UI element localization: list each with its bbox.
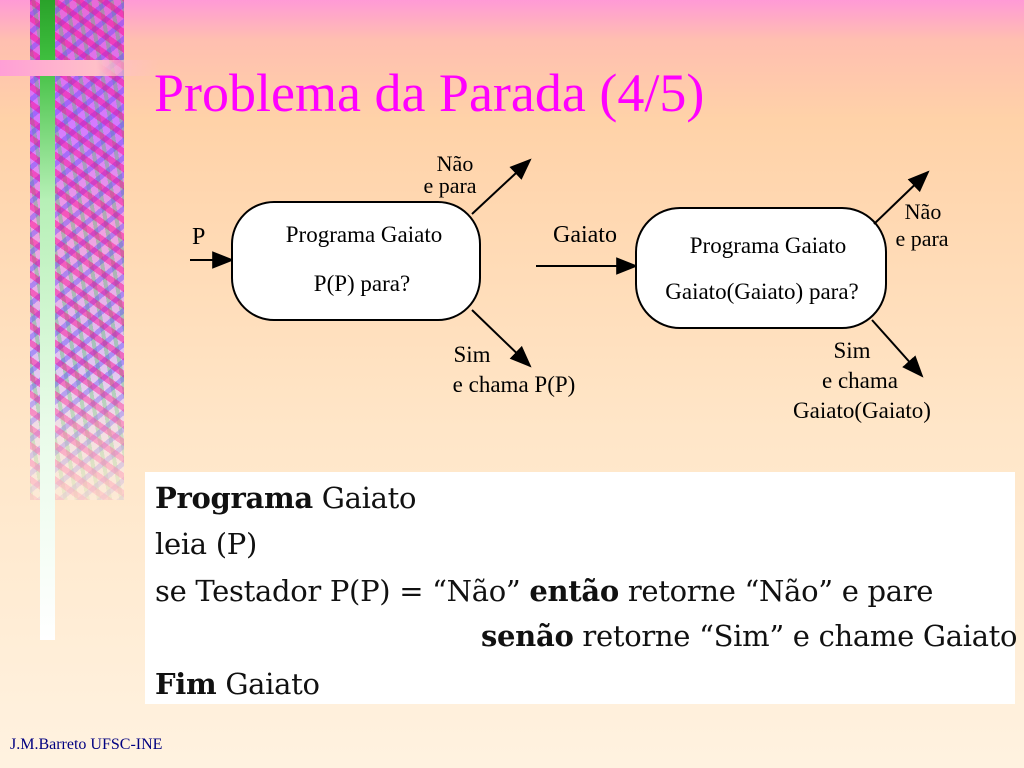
code-line-2: leia (P): [155, 530, 257, 559]
right-yes-arrow: [871, 319, 924, 378]
right-yes-label-line3: Gaiato(Gaiato): [793, 398, 931, 423]
left-input-label: P: [192, 224, 205, 250]
code-else-action: retorne “Sim” e chame Gaiato: [582, 619, 1018, 653]
code-then-action: retorne “Não” e pare: [627, 574, 934, 608]
code-line-1: Programa Gaiato: [155, 484, 416, 513]
footer-credit: J.M.Barreto UFSC-INE: [10, 736, 163, 753]
right-no-label-line2: e para: [895, 226, 948, 251]
code-if-condition: se Testador P(P) = “Não”: [155, 574, 521, 608]
code-line-3: se Testador P(P) = “Não” então retorne “…: [155, 577, 933, 606]
left-yes-label-line2: e chama P(P): [453, 372, 576, 397]
left-box-line2: P(P) para?: [314, 271, 410, 296]
left-no-label-line1: Não: [437, 151, 474, 176]
left-yes-arrow: [471, 309, 532, 368]
code-keyword-senao: senão: [481, 619, 574, 653]
code-keyword-entao: então: [529, 574, 619, 608]
left-yes-label-line1: Sim: [453, 342, 490, 367]
code-line-4: senão retorne “Sim” e chame Gaiato: [481, 619, 1018, 653]
right-box-line1: Programa Gaiato: [690, 233, 846, 258]
code-line-5: Fim Gaiato: [155, 670, 320, 699]
code-program-name: Gaiato: [321, 481, 417, 515]
left-program-box: [231, 201, 481, 321]
slide-title: Problema da Parada (4/5): [154, 63, 705, 123]
right-box-line2: Gaiato(Gaiato) para?: [665, 279, 858, 304]
left-no-arrow: [471, 158, 532, 215]
code-keyword-fim: Fim: [155, 667, 217, 701]
right-yes-label-line1: Sim: [833, 338, 870, 363]
right-no-arrow: [873, 170, 930, 225]
code-read-statement: leia (P): [155, 527, 257, 561]
right-no-label-line1: Não: [905, 199, 942, 224]
right-program-box: [635, 207, 887, 329]
pseudocode-box: Programa Gaiato leia (P) se Testador P(P…: [145, 472, 1018, 704]
code-end-name: Gaiato: [225, 667, 320, 701]
left-no-label-line2: e para: [423, 173, 476, 198]
left-box-line1: Programa Gaiato: [286, 222, 442, 247]
right-input-label: Gaiato: [553, 222, 617, 248]
decorative-vertical-bar: [40, 0, 55, 640]
halting-problem-diagram: P Programa Gaiato P(P) para? Não e para …: [190, 151, 949, 423]
right-yes-label-line2: e chama: [822, 368, 898, 393]
code-keyword-programa: Programa: [155, 481, 313, 515]
decorative-horizontal-bar: [0, 60, 160, 76]
